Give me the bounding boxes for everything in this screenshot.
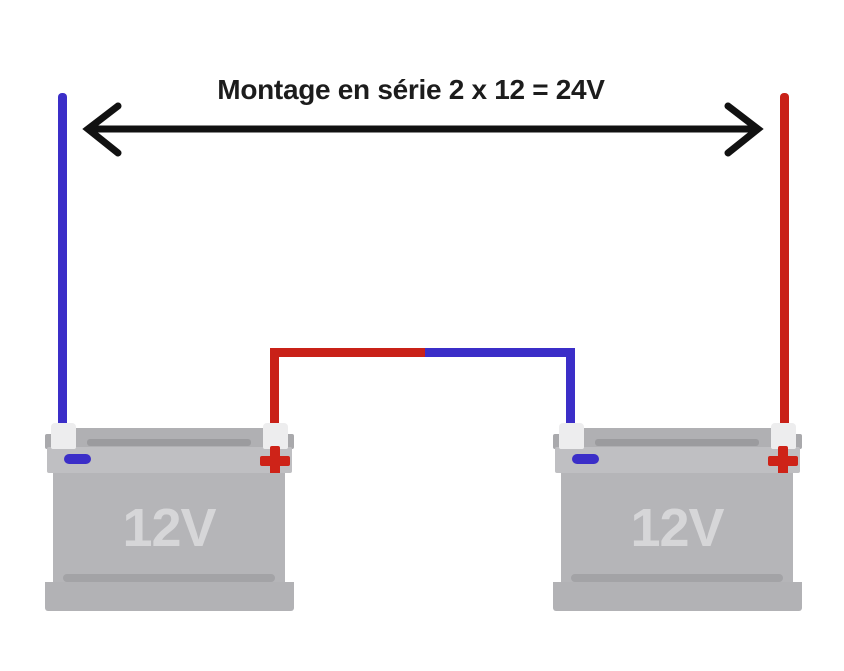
battery-base	[553, 582, 802, 611]
battery-left: 12V	[45, 421, 294, 611]
left-negative-wire	[58, 93, 67, 425]
positive-terminal-cap	[263, 423, 288, 449]
bridge-wire-blue-half	[425, 348, 575, 357]
bridge-wire-red-half	[270, 348, 425, 357]
bridge-wire-red-leg	[270, 348, 279, 425]
negative-terminal-cap	[51, 423, 76, 449]
right-positive-wire	[780, 93, 789, 425]
battery-lid-groove	[595, 439, 759, 446]
battery-base	[45, 582, 294, 611]
plus-terminal-icon	[768, 446, 798, 476]
minus-terminal-icon	[572, 454, 599, 464]
diagram-title: Montage en série 2 x 12 = 24V	[217, 74, 605, 105]
plus-terminal-icon	[260, 446, 290, 476]
positive-terminal-cap	[771, 423, 796, 449]
plus-bar-vertical	[778, 446, 788, 476]
battery-right: 12V	[553, 421, 802, 611]
battery-edge-left	[45, 434, 54, 449]
battery-edge-left	[553, 434, 562, 449]
battery-lid-groove	[87, 439, 251, 446]
battery-body	[53, 473, 285, 585]
battery-body	[561, 473, 793, 585]
bridge-wire-blue-leg	[566, 348, 575, 425]
double-arrow-icon	[82, 102, 764, 157]
battery-edge-right	[285, 434, 294, 449]
negative-terminal-cap	[559, 423, 584, 449]
battery-bottom-groove	[571, 574, 783, 582]
battery-voltage-label: 12V	[122, 498, 216, 558]
battery-voltage-label: 12V	[630, 498, 724, 558]
minus-terminal-icon	[64, 454, 91, 464]
battery-edge-right	[793, 434, 802, 449]
battery-bottom-groove	[63, 574, 275, 582]
plus-bar-vertical	[270, 446, 280, 476]
